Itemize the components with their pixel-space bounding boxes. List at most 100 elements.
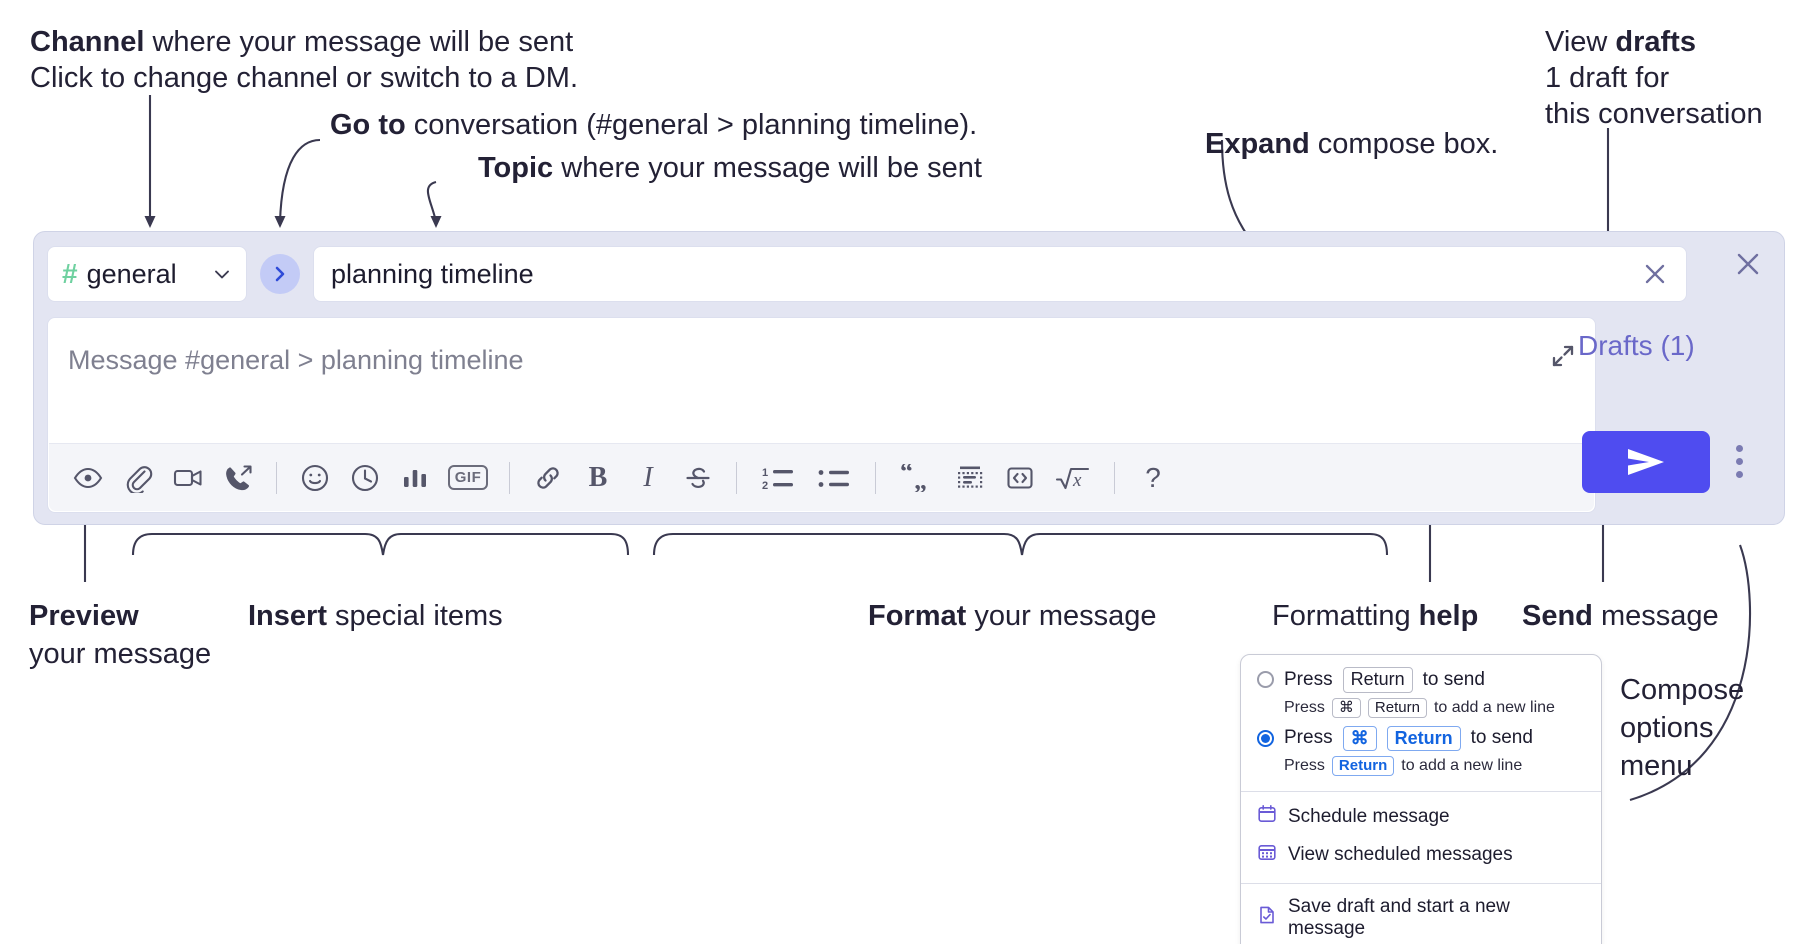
svg-text:x: x (1072, 470, 1082, 491)
compose-options-menu: Press Return to send Press ⌘ Return to a… (1240, 654, 1602, 944)
send-option-return-main: Press Return to send (1257, 667, 1587, 693)
annotation-help-pre: Formatting (1272, 600, 1419, 632)
key-command: ⌘ (1331, 697, 1361, 718)
italic-icon[interactable]: I (623, 453, 673, 503)
close-icon[interactable] (1730, 246, 1766, 282)
key-command: ⌘ (1342, 725, 1377, 752)
sub-action-label: to add a new line (1401, 757, 1523, 775)
annotation-expand: Expand compose box. (1205, 126, 1498, 163)
compose-options-button[interactable] (1724, 440, 1754, 482)
menu-item-view-scheduled[interactable]: View scheduled messages (1241, 836, 1601, 874)
annotation-topic-bold: Topic (478, 152, 554, 184)
code-icon[interactable] (995, 453, 1045, 503)
bulleted-list-icon[interactable] (806, 453, 862, 503)
annotation-insert-rest: special items (326, 600, 503, 632)
annotation-channel: Channel where your message will be sent (30, 24, 573, 61)
annotation-compose-options-line3: menu (1620, 750, 1693, 782)
press-label: Press (1284, 668, 1333, 690)
kebab-dot (1735, 457, 1743, 465)
annotation-preview-bold: Preview (29, 600, 139, 632)
menu-item-label: Save draft and start a new message (1288, 896, 1510, 940)
menu-item-schedule-message[interactable]: Schedule message (1241, 798, 1601, 836)
send-option-return-sub: Press ⌘ Return to add a new line (1284, 697, 1587, 718)
annotation-goto-rest: conversation (#general > planning timeli… (405, 109, 978, 141)
emoji-icon[interactable] (290, 453, 340, 503)
send-button[interactable] (1582, 431, 1710, 493)
blockquote-icon[interactable]: “ „ (889, 453, 945, 503)
menu-item-label: View scheduled messages (1288, 844, 1513, 866)
expand-icon[interactable] (1543, 336, 1583, 376)
annotation-channel-rest: where your message will be sent (144, 26, 574, 58)
attachment-icon[interactable] (113, 453, 163, 503)
link-icon[interactable] (523, 453, 573, 503)
drafts-link[interactable]: Drafts (1) (1578, 330, 1695, 361)
message-placeholder: Message #general > planning timeline (68, 345, 524, 375)
key-return: Return (1342, 667, 1413, 693)
compose-header: # general planning timeline (47, 246, 1687, 302)
send-option-cmd-return-main: Press ⌘ Return to send (1257, 725, 1587, 752)
bold-icon[interactable]: B (573, 453, 623, 503)
annotation-channel-sub: Click to change channel or switch to a D… (30, 62, 579, 94)
annotation-compose-options-line2: options (1620, 712, 1714, 744)
annotation-expand-rest: compose box. (1309, 128, 1499, 160)
annotation-format: Format your message (868, 598, 1157, 635)
bold-label: B (588, 461, 608, 493)
strikethrough-icon[interactable] (673, 453, 723, 503)
annotation-compose-options-line1: Compose (1620, 674, 1745, 706)
annotation-format-bold: Format (868, 600, 967, 632)
annotation-drafts: View drafts (1545, 24, 1696, 61)
channel-selector[interactable]: # general (47, 246, 247, 302)
send-option-cmd-return[interactable]: Press ⌘ Return to send Press Return to a… (1241, 724, 1601, 783)
call-icon[interactable] (213, 453, 263, 503)
key-return: Return (1331, 756, 1395, 777)
sub-press-label: Press (1284, 698, 1325, 716)
annotation-insert: Insert special items (248, 598, 503, 635)
annotation-goto: Go to conversation (#general > planning … (330, 107, 977, 144)
menu-divider (1241, 791, 1601, 793)
math-icon[interactable]: x (1045, 453, 1101, 503)
radio-icon-selected[interactable] (1257, 729, 1274, 747)
ordered-list-icon[interactable]: 1 2 (750, 453, 806, 503)
annotation-drafts-bold: drafts (1615, 26, 1696, 58)
goto-conversation-button[interactable] (260, 254, 300, 294)
annotation-drafts-sub2: this conversation (1545, 98, 1763, 130)
menu-item-save-draft[interactable]: Save draft and start a new message (1241, 890, 1601, 944)
topic-input[interactable]: planning timeline (313, 246, 1687, 302)
divider (875, 461, 876, 494)
gif-icon[interactable]: GIF (440, 453, 496, 503)
divider (276, 461, 277, 494)
menu-divider (1241, 883, 1601, 885)
poll-icon[interactable] (390, 453, 440, 503)
annotation-topic-rest: where your message will be sent (553, 152, 982, 184)
code-block-icon[interactable] (945, 453, 995, 503)
radio-icon[interactable] (1257, 671, 1274, 689)
send-option-return[interactable]: Press Return to send Press ⌘ Return to a… (1241, 665, 1601, 724)
divider (1114, 461, 1115, 494)
gif-label: GIF (447, 465, 489, 490)
preview-icon[interactable] (63, 453, 113, 503)
key-return: Return (1386, 725, 1461, 752)
help-icon[interactable]: ? (1128, 453, 1178, 503)
clear-topic-icon[interactable] (1634, 253, 1676, 295)
clock-icon[interactable] (340, 453, 390, 503)
press-label: Press (1284, 727, 1333, 749)
divider (509, 461, 510, 494)
annotation-topic: Topic where your message will be sent (478, 150, 982, 187)
annotation-preview: Preview (29, 598, 139, 635)
divider (736, 461, 737, 494)
svg-text:1: 1 (762, 467, 768, 479)
action-label: to send (1470, 727, 1533, 749)
topic-value: planning timeline (331, 258, 534, 289)
save-draft-icon (1257, 905, 1277, 931)
svg-text:„: „ (914, 466, 927, 492)
annotation-channel-bold: Channel (30, 26, 145, 58)
annotation-drafts-sub1: 1 draft for (1545, 62, 1670, 94)
message-input-area[interactable]: Message #general > planning timeline (47, 317, 1596, 513)
annotation-expand-bold: Expand (1205, 128, 1310, 160)
calendar-grid-icon (1257, 842, 1277, 868)
sub-press-label: Press (1284, 757, 1325, 775)
key-return: Return (1367, 697, 1427, 718)
menu-item-label: Schedule message (1288, 806, 1450, 828)
video-icon[interactable] (163, 453, 213, 503)
